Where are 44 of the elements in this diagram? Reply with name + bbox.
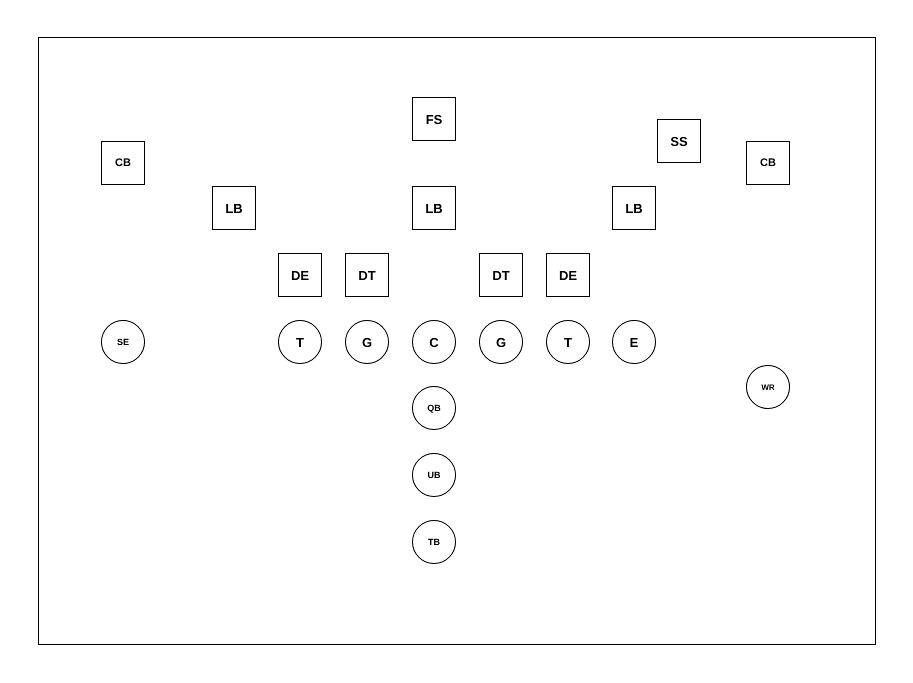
defense-player-box [412, 186, 456, 230]
position-label: QB [427, 403, 441, 413]
position-label: WR [761, 382, 775, 392]
position-label: TB [428, 537, 440, 547]
defense-player-box [101, 141, 145, 185]
defense-player-box [345, 253, 389, 297]
offense-player-circle [101, 320, 145, 364]
defense-player-box [546, 253, 590, 297]
position-label: G [362, 334, 372, 350]
defense-player-box [612, 186, 656, 230]
position-label: SE [116, 337, 129, 347]
position-label: G [496, 334, 506, 350]
offense-player-circle [412, 320, 456, 364]
defense-player-box [278, 253, 322, 297]
offense-player-circle [278, 320, 322, 364]
position-label: DE [290, 268, 310, 282]
position-label: UB [428, 470, 440, 480]
position-label: FS [426, 112, 442, 126]
offense-player-circle [412, 386, 456, 430]
defense-player-box [657, 119, 701, 163]
position-label: T [296, 334, 304, 350]
position-label: SS [670, 134, 688, 148]
defense-player-box [479, 253, 523, 297]
position-label: DT [492, 268, 510, 282]
offense-player-circle [546, 320, 590, 364]
offense-player-circle [746, 365, 790, 409]
defense-player-box [746, 141, 790, 185]
position-label: LB [625, 200, 643, 216]
position-label: CB [115, 157, 131, 169]
position-label: CB [760, 157, 776, 169]
offense-player-circle [479, 320, 523, 364]
offense-player-circle [345, 320, 389, 364]
position-label: E [630, 334, 638, 350]
position-label: DT [358, 268, 376, 282]
offense-player-circle [612, 320, 656, 364]
offense-player-circle [412, 453, 456, 497]
position-label: LB [425, 200, 443, 216]
offense-player-circle [412, 520, 456, 564]
position-label: LB [225, 200, 243, 216]
defense-player-box [212, 186, 256, 230]
defense-player-box [412, 97, 456, 141]
position-label: DE [558, 268, 578, 282]
position-label: C [429, 334, 439, 350]
position-label: T [564, 334, 572, 350]
